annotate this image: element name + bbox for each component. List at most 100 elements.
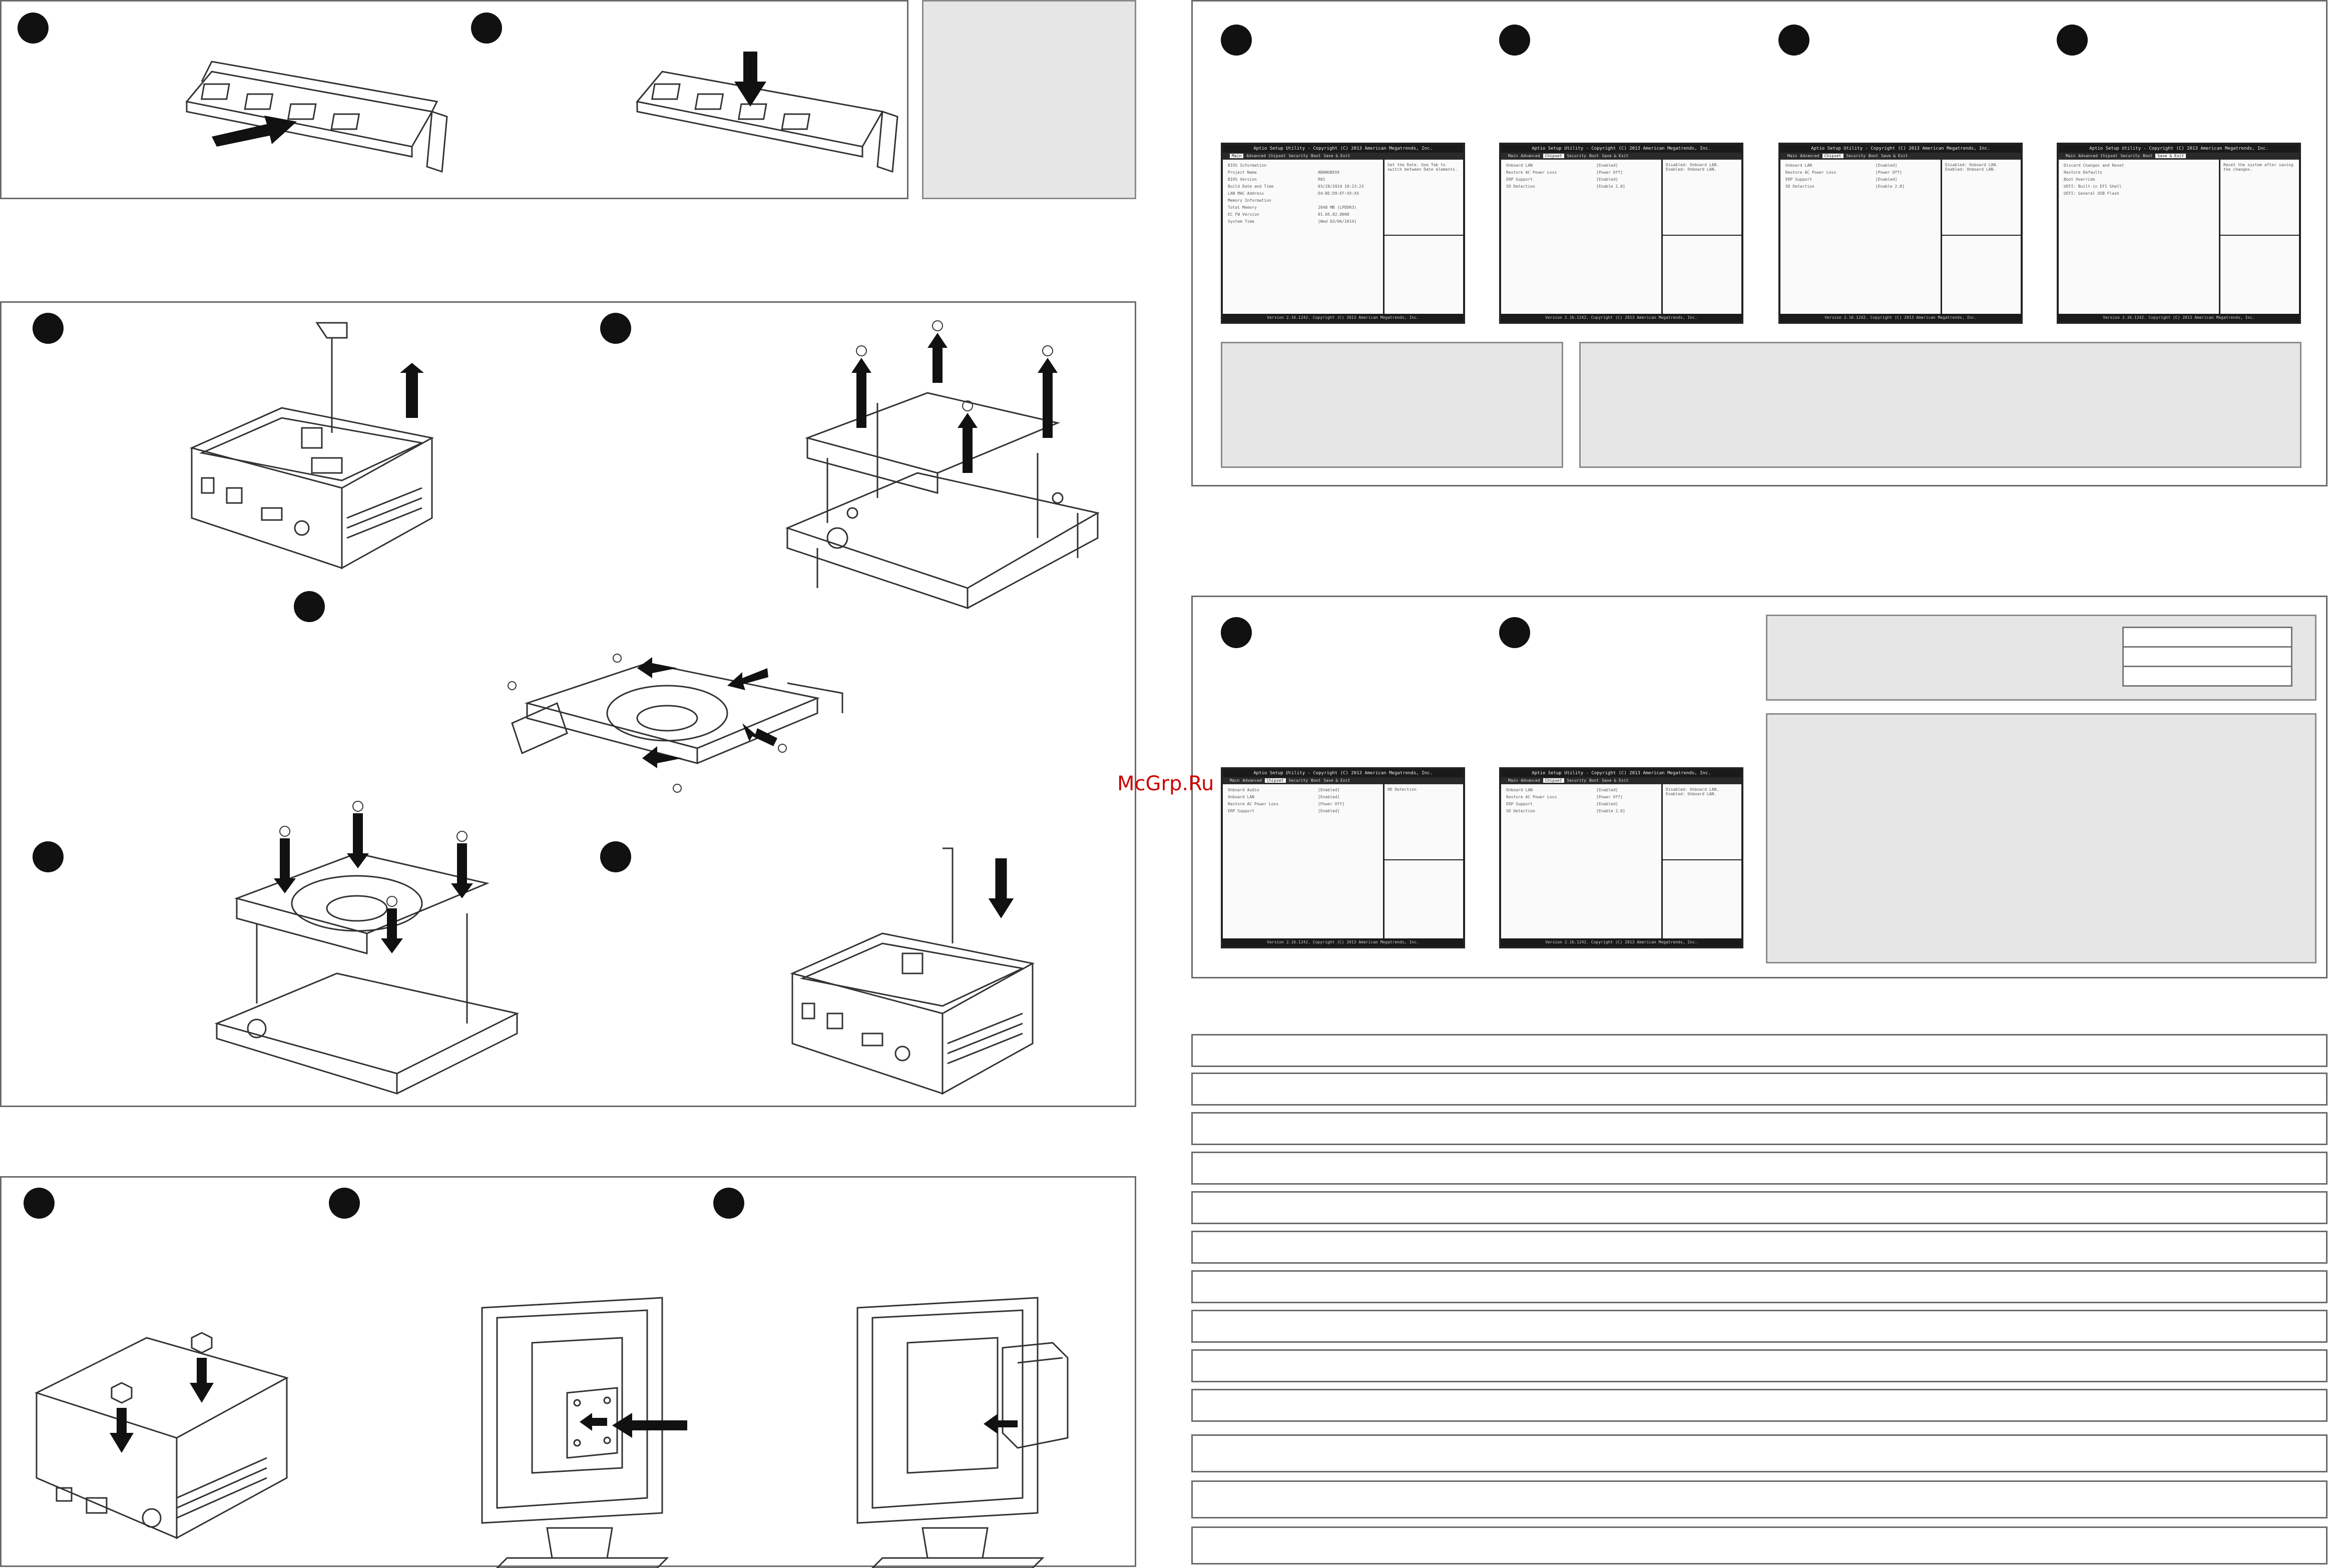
bios-tab[interactable]: Save & Exit — [2155, 154, 2186, 158]
bios-option-value[interactable]: [Wed 03/06/2014] — [1318, 219, 1357, 224]
bios-tab[interactable]: Security — [2120, 154, 2140, 158]
bios-tab[interactable]: Main — [1787, 154, 1797, 158]
bios-help-divider — [1942, 235, 2021, 236]
bios-option-value[interactable]: [Enabled] — [1596, 802, 1618, 806]
bios-option-value[interactable]: [Enabled] — [1596, 177, 1618, 182]
bios-tab[interactable]: Main — [1230, 154, 1244, 158]
bios-option-value[interactable]: [Enabled] — [1596, 788, 1618, 792]
bios-option-value[interactable]: AB0WUBXXX — [1318, 170, 1340, 175]
step-marker-3 — [1778, 25, 1809, 56]
bios-tab[interactable]: Boot — [1311, 154, 1321, 158]
bios-option-label: Boot Override — [2064, 177, 2095, 182]
bios-option-label: SD Detection — [1785, 184, 1814, 189]
bios-help-text: Reset the system after saving the change… — [2223, 163, 2293, 172]
bios-option-label: Restore AC Power Loss — [1785, 170, 1836, 175]
bios-tab[interactable]: Advanced — [1800, 154, 1819, 158]
mini-pc-hang-illustration — [856, 1297, 1069, 1568]
bios-tab[interactable]: Boot — [1869, 154, 1879, 158]
hdd-reinstall-illustration — [214, 801, 520, 1095]
bios-tab[interactable]: Security — [1567, 154, 1587, 158]
bios-help-divider — [1663, 859, 1741, 860]
bios-tab[interactable]: Boot — [1589, 778, 1599, 783]
bios-tab[interactable]: Boot — [1589, 154, 1599, 158]
bios-option-value[interactable]: [Enabled] — [1596, 163, 1618, 168]
bios-tab[interactable]: Save & Exit — [1881, 154, 1908, 158]
bios-tab[interactable]: Save & Exit — [1323, 778, 1350, 783]
bottom-screws-illustration — [35, 1332, 289, 1539]
bios-tab[interactable]: Boot — [2143, 154, 2153, 158]
bios-option-row: Onboard LAN[Enabled] — [1506, 163, 1656, 168]
bios-option-value[interactable]: [Power Off] — [1318, 802, 1344, 806]
bios-tab[interactable]: Chipset — [1543, 154, 1564, 158]
bios-tab[interactable]: Save & Exit — [1323, 154, 1350, 158]
bios-option-value[interactable]: [Enabled] — [1318, 795, 1340, 799]
chassis-cable-connect-illustration — [790, 847, 1035, 1095]
bios-tab[interactable]: Advanced — [1521, 154, 1540, 158]
bios-option-label: Memory Information — [1228, 198, 1271, 203]
bios-option-label: Total Memory — [1228, 205, 1257, 210]
bios-help-pane: Set the Date. Use Tab to switch between … — [1383, 160, 1463, 314]
step-marker-1 — [1221, 25, 1252, 56]
bios-tab[interactable]: Advanced — [1242, 778, 1262, 783]
bios-option-value[interactable]: [Power Off] — [1596, 795, 1623, 799]
bios-option-value[interactable]: [Enable 2.0] — [1596, 184, 1625, 189]
bios-tab[interactable]: Boot — [1311, 778, 1321, 783]
bios-tab[interactable]: Chipset — [2100, 154, 2118, 158]
bios-option-value[interactable]: 03/28/2014 18:23:23 — [1318, 184, 1364, 189]
bios-option-value[interactable]: [Enabled] — [1876, 163, 1898, 168]
bios-option-value[interactable]: [Enable 2.0] — [1876, 184, 1905, 189]
bios-tab[interactable]: Save & Exit — [1602, 154, 1629, 158]
bios-tab[interactable]: Advanced — [2078, 154, 2098, 158]
bios-tab[interactable]: Main — [1508, 154, 1518, 158]
bios-option-value[interactable]: [Enabled] — [1876, 177, 1898, 182]
bios-title-bar: Aptio Setup Utility - Copyright (C) 2013… — [2059, 145, 2299, 153]
spec-row — [1191, 1349, 2327, 1382]
bios-tab[interactable]: Security — [1846, 154, 1866, 158]
step-marker-1 — [18, 13, 49, 44]
bios-option-value[interactable]: [Power Off] — [1596, 170, 1623, 175]
bios-tab[interactable]: Save & Exit — [1602, 778, 1629, 783]
bios-tab[interactable]: Security — [1288, 154, 1308, 158]
option-table — [2122, 627, 2292, 687]
bios-options-pane: Onboard LAN[Enabled]Restore AC Power Los… — [1501, 784, 1661, 938]
bios-tab[interactable]: Main — [1508, 778, 1518, 783]
bios-option-value[interactable]: [Enable 2.0] — [1596, 809, 1625, 813]
bios-option-row: UEFI: Built-in EFI Shell — [2064, 184, 2214, 189]
bios-help-text: Disabled: Onboard LAN. Enabled: Onboard … — [1666, 163, 1719, 172]
bios-tab[interactable]: Main — [2066, 154, 2076, 158]
bios-option-label: Discard Changes and Reset — [2064, 163, 2124, 168]
bios-option-value[interactable]: R01 — [1318, 177, 1325, 182]
bios-option-value[interactable]: [Enabled] — [1318, 809, 1340, 813]
hdd-mount-screws-illustration — [508, 654, 843, 793]
bios-option-value[interactable]: 01.05.02.0000 — [1318, 212, 1349, 217]
bios-tab[interactable]: Chipset — [1822, 154, 1843, 158]
bios-option-row: Onboard Audio[Enabled] — [1228, 787, 1378, 793]
bios-tab[interactable]: Chipset — [1264, 778, 1286, 783]
bios-option-label: UEFI: Built-in EFI Shell — [2064, 184, 2122, 189]
bios-option-row: SD Detection [Enable 2.0] — [1785, 184, 1936, 189]
bios-screen-chipset-2: Aptio Setup Utility - Copyright (C) 2013… — [1778, 143, 2023, 324]
bios-tab[interactable]: Security — [1288, 778, 1308, 783]
bios-option-value[interactable]: [Power Off] — [1876, 170, 1902, 175]
bios-option-value[interactable]: 2048 MB (LPDDR3) — [1318, 205, 1357, 210]
bios-option-row: Onboard LAN[Enabled] — [1785, 163, 1936, 168]
bios-option-value[interactable]: [Enabled] — [1318, 788, 1340, 792]
bios-option-row: Restore AC Power Loss[Power Off] — [1506, 170, 1656, 175]
bios-tab[interactable]: Main — [1230, 778, 1240, 783]
bios-tab[interactable]: Chipset — [1268, 154, 1286, 158]
bios-option-row: ERP Support[Enabled] — [1506, 801, 1656, 807]
bios-tab[interactable]: Chipset — [1543, 778, 1564, 783]
bios-tab[interactable]: Security — [1567, 778, 1587, 783]
hdd-bracket-remove-illustration — [785, 320, 1100, 610]
bios-option-value[interactable]: D4:BE:D9:EF:XX:XX — [1318, 191, 1359, 196]
bios-options-pane: Onboard LAN[Enabled] Restore AC Power Los… — [1501, 160, 1661, 314]
bios-tab[interactable]: Advanced — [1246, 154, 1266, 158]
bios-footer: Version 2.16.1242. Copyright (C) 2013 Am… — [2059, 314, 2299, 322]
bios-tab[interactable]: Advanced — [1521, 778, 1540, 783]
bios-screen-chipset: Aptio Setup Utility - Copyright (C) 2013… — [1499, 143, 1743, 324]
